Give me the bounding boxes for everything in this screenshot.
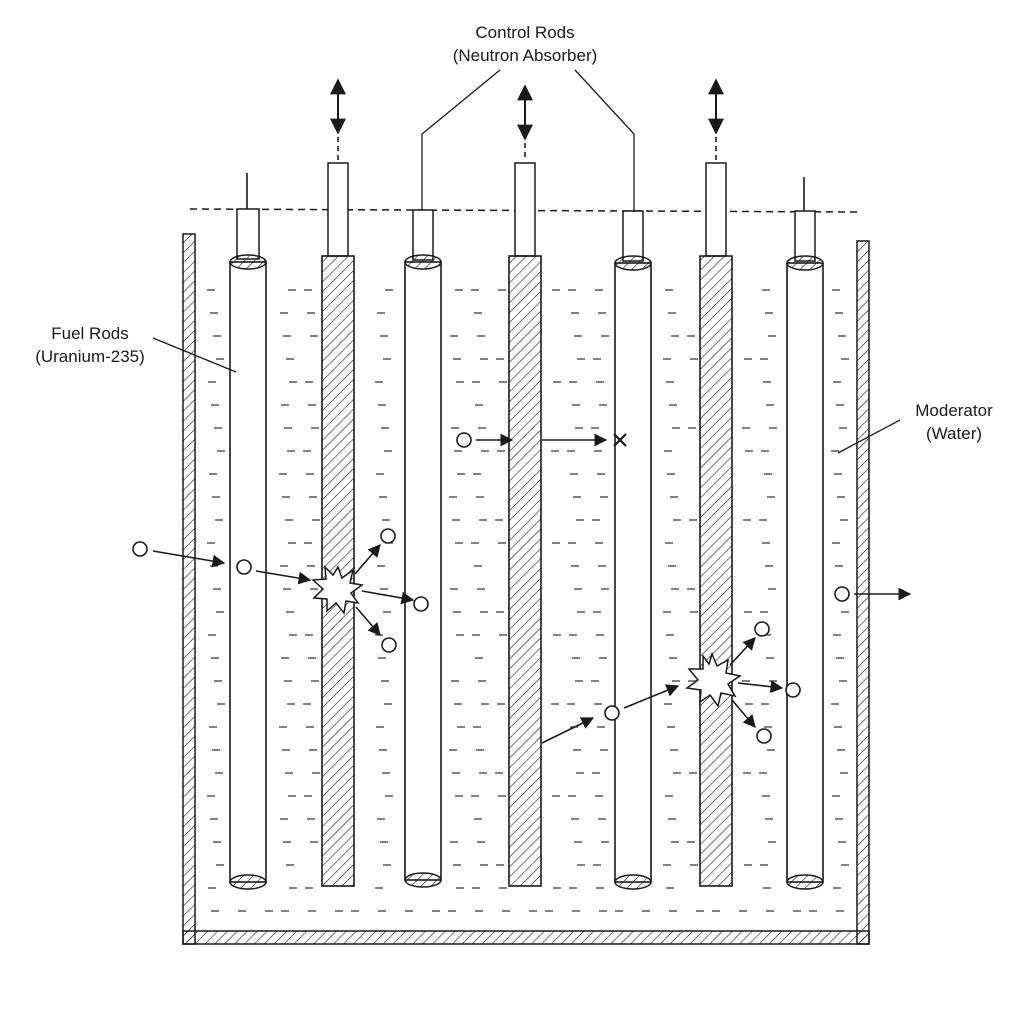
fuel-rods-title: Fuel Rods	[51, 324, 129, 343]
moderator-subtitle: (Water)	[925, 424, 983, 443]
vessel-bottom-wall	[182, 930, 870, 945]
neutron-arrow	[729, 637, 756, 666]
neutron	[785, 682, 801, 698]
neutron-arrow	[623, 684, 680, 709]
neutron	[604, 705, 620, 721]
control-rods-label: Control Rods (Neutron Absorber)	[410, 21, 640, 67]
neutron-paths	[132, 432, 912, 744]
rod-connector	[412, 209, 434, 261]
neutron	[834, 586, 850, 602]
absorbed-neutron-x-icon	[613, 433, 627, 447]
rod-connector	[794, 210, 816, 262]
control-rod	[321, 78, 355, 887]
control-rod	[508, 84, 542, 887]
neutron	[381, 637, 397, 653]
fuel-rod	[229, 173, 267, 890]
moderator-title: Moderator	[915, 401, 993, 420]
neutron	[380, 528, 396, 544]
fuel-rod-bottom-cap	[614, 874, 652, 890]
control-rod-body	[699, 255, 733, 887]
rod-connector	[622, 210, 644, 262]
fuel-rod	[786, 177, 824, 890]
neutron	[456, 432, 472, 448]
fuel-rods-leader	[152, 337, 237, 373]
fuel-rods-label: Fuel Rods (Uranium-235)	[10, 322, 170, 368]
neutron	[236, 559, 252, 575]
fuel-rod	[614, 210, 652, 890]
control-rod	[699, 78, 733, 887]
fission-burst	[311, 565, 364, 615]
fuel-rods-subtitle: (Uranium-235)	[35, 347, 145, 366]
vessel-left-wall	[182, 233, 196, 945]
fuel-rod-bottom-cap	[786, 874, 824, 890]
fuel-rod-bottom-cap	[229, 874, 267, 890]
control-rods-leader-right	[574, 69, 635, 212]
water-surface-line	[189, 208, 859, 213]
fuel-rod-body	[786, 262, 824, 883]
neutron	[132, 541, 148, 557]
control-rod-body	[508, 255, 542, 887]
neutron-arrow	[731, 699, 756, 728]
moderator-water	[207, 289, 849, 912]
control-rods-title: Control Rods	[475, 23, 575, 42]
neutron	[754, 621, 770, 637]
neutron	[413, 596, 429, 612]
fuel-rod-top-cap	[614, 255, 652, 271]
neutron-arrow	[354, 544, 381, 575]
fuel-rod-top-cap	[229, 254, 267, 270]
neutron	[756, 728, 772, 744]
neutron-arrow	[737, 680, 784, 694]
fission-burst	[685, 651, 742, 708]
control-rods-leader-left	[421, 69, 501, 210]
neutron-arrow	[541, 717, 595, 744]
neutron-arrow	[152, 550, 226, 568]
moderator-leader	[837, 419, 901, 454]
reactor-vessel	[182, 233, 870, 945]
fuel-rod-top-cap	[786, 255, 824, 271]
fuel-rod-body	[614, 262, 652, 883]
neutron-arrow	[355, 606, 381, 636]
control-rods-subtitle: (Neutron Absorber)	[452, 46, 598, 65]
rod-connector	[514, 162, 536, 257]
fuel-rod-bottom-cap	[404, 872, 442, 888]
fuel-rod-body	[404, 261, 442, 881]
rod-connector	[236, 208, 260, 260]
vessel-right-wall	[856, 240, 870, 945]
neutron-arrow	[255, 570, 312, 585]
fuel-rod	[404, 209, 442, 888]
rod-connector	[327, 162, 349, 257]
leader-lines	[152, 69, 901, 454]
rod-connector	[705, 162, 727, 257]
neutron-arrow	[361, 590, 415, 605]
rods	[229, 78, 824, 890]
fuel-rod-top-cap	[404, 254, 442, 270]
moderator-label: Moderator (Water)	[886, 399, 1022, 445]
